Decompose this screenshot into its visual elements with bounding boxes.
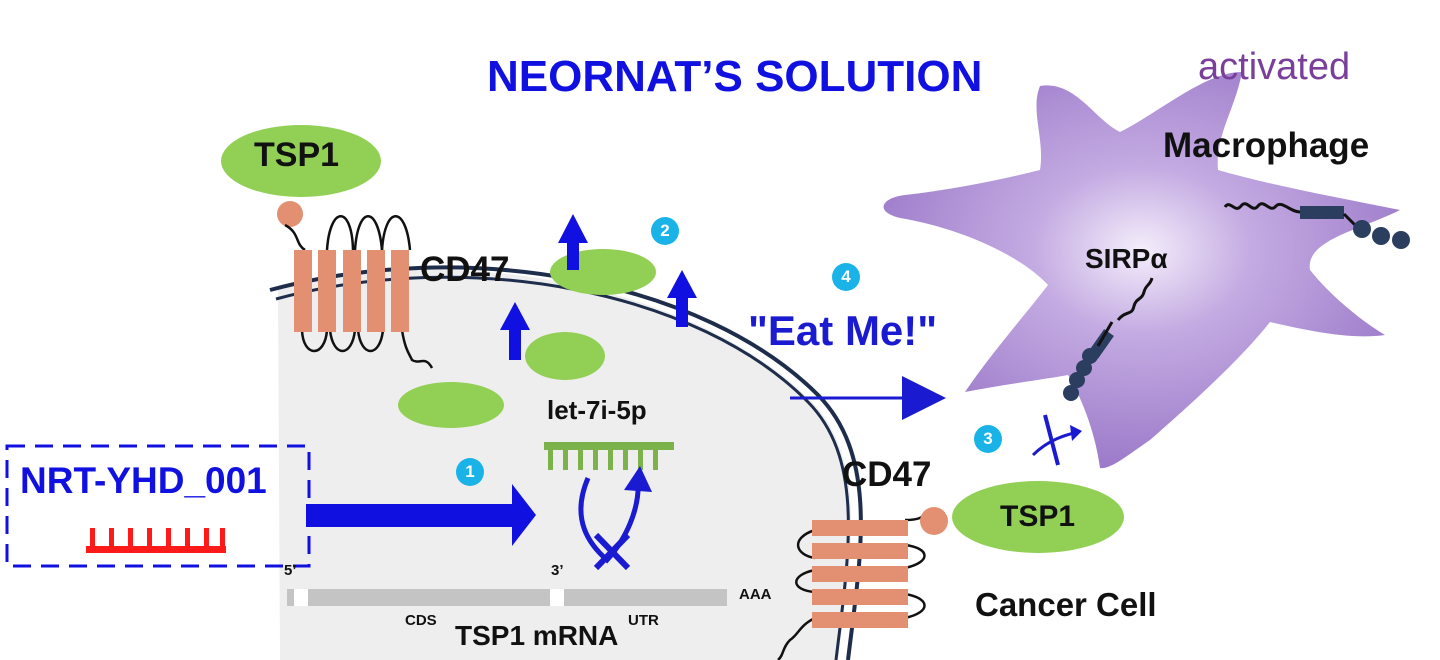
eat-me-label: "Eat Me!" <box>748 307 938 354</box>
step-badge-2: 2 <box>651 217 679 245</box>
block-mark <box>1043 414 1060 466</box>
oligo-icon <box>86 528 226 553</box>
tsp1-oval <box>398 382 504 428</box>
macrophage-receptor <box>1223 202 1410 249</box>
tsp1-oval <box>525 332 605 380</box>
blocked-arrowhead <box>1070 425 1082 441</box>
let7-label: let-7i-5p <box>547 395 647 425</box>
tsp1-bottom-ellipse <box>952 481 1124 553</box>
up-arrow <box>500 302 530 360</box>
tsp1-top-ellipse <box>221 125 381 197</box>
drug-arrow <box>306 484 536 546</box>
figure-title: NEORNAT’S SOLUTION <box>487 52 983 101</box>
sirpa-receptor <box>1063 277 1154 401</box>
macrophage-label: Macrophage <box>1163 126 1370 165</box>
tsp1-top-anchor <box>277 201 303 227</box>
activated-label: activated <box>1198 46 1351 88</box>
tsp1-mrna-bar <box>287 589 727 606</box>
inhibition-loop-arrowhead <box>624 466 652 492</box>
macrophage-cell <box>883 72 1400 469</box>
tsp1-oval <box>550 249 656 295</box>
tsp1-bottom-label: TSP1 <box>1000 500 1076 533</box>
step-badge-1: 1 <box>456 458 484 486</box>
cd47-bottom-label: CD47 <box>842 455 932 494</box>
cds-label: CDS <box>405 612 437 629</box>
step-badge-4: 4 <box>832 263 860 291</box>
up-arrow <box>667 270 697 327</box>
drug-label: NRT-YHD_001 <box>20 460 267 501</box>
step-badge-3: 3 <box>974 425 1002 453</box>
sirpa-label: SIRPα <box>1085 243 1168 274</box>
cancer-cell-label: Cancer Cell <box>975 586 1157 623</box>
three-prime-label: 3’ <box>551 562 564 579</box>
cd47-top-receptor <box>284 215 434 369</box>
cd47-bottom-receptor <box>777 511 929 660</box>
up-arrow <box>558 214 588 270</box>
tsp1-top-label: TSP1 <box>254 136 340 174</box>
cd47-top-label: CD47 <box>420 250 510 289</box>
drug-box <box>5 444 311 568</box>
mrna-label: TSP1 mRNA <box>455 620 619 651</box>
let7-mirna <box>544 442 674 470</box>
eat-me-arrowhead <box>902 376 946 420</box>
utr-label: UTR <box>628 612 659 629</box>
block-x <box>593 532 631 571</box>
five-prime-label: 5’ <box>284 562 297 579</box>
polya-label: AAA <box>739 586 772 603</box>
tsp1-bottom-anchor <box>920 507 948 535</box>
